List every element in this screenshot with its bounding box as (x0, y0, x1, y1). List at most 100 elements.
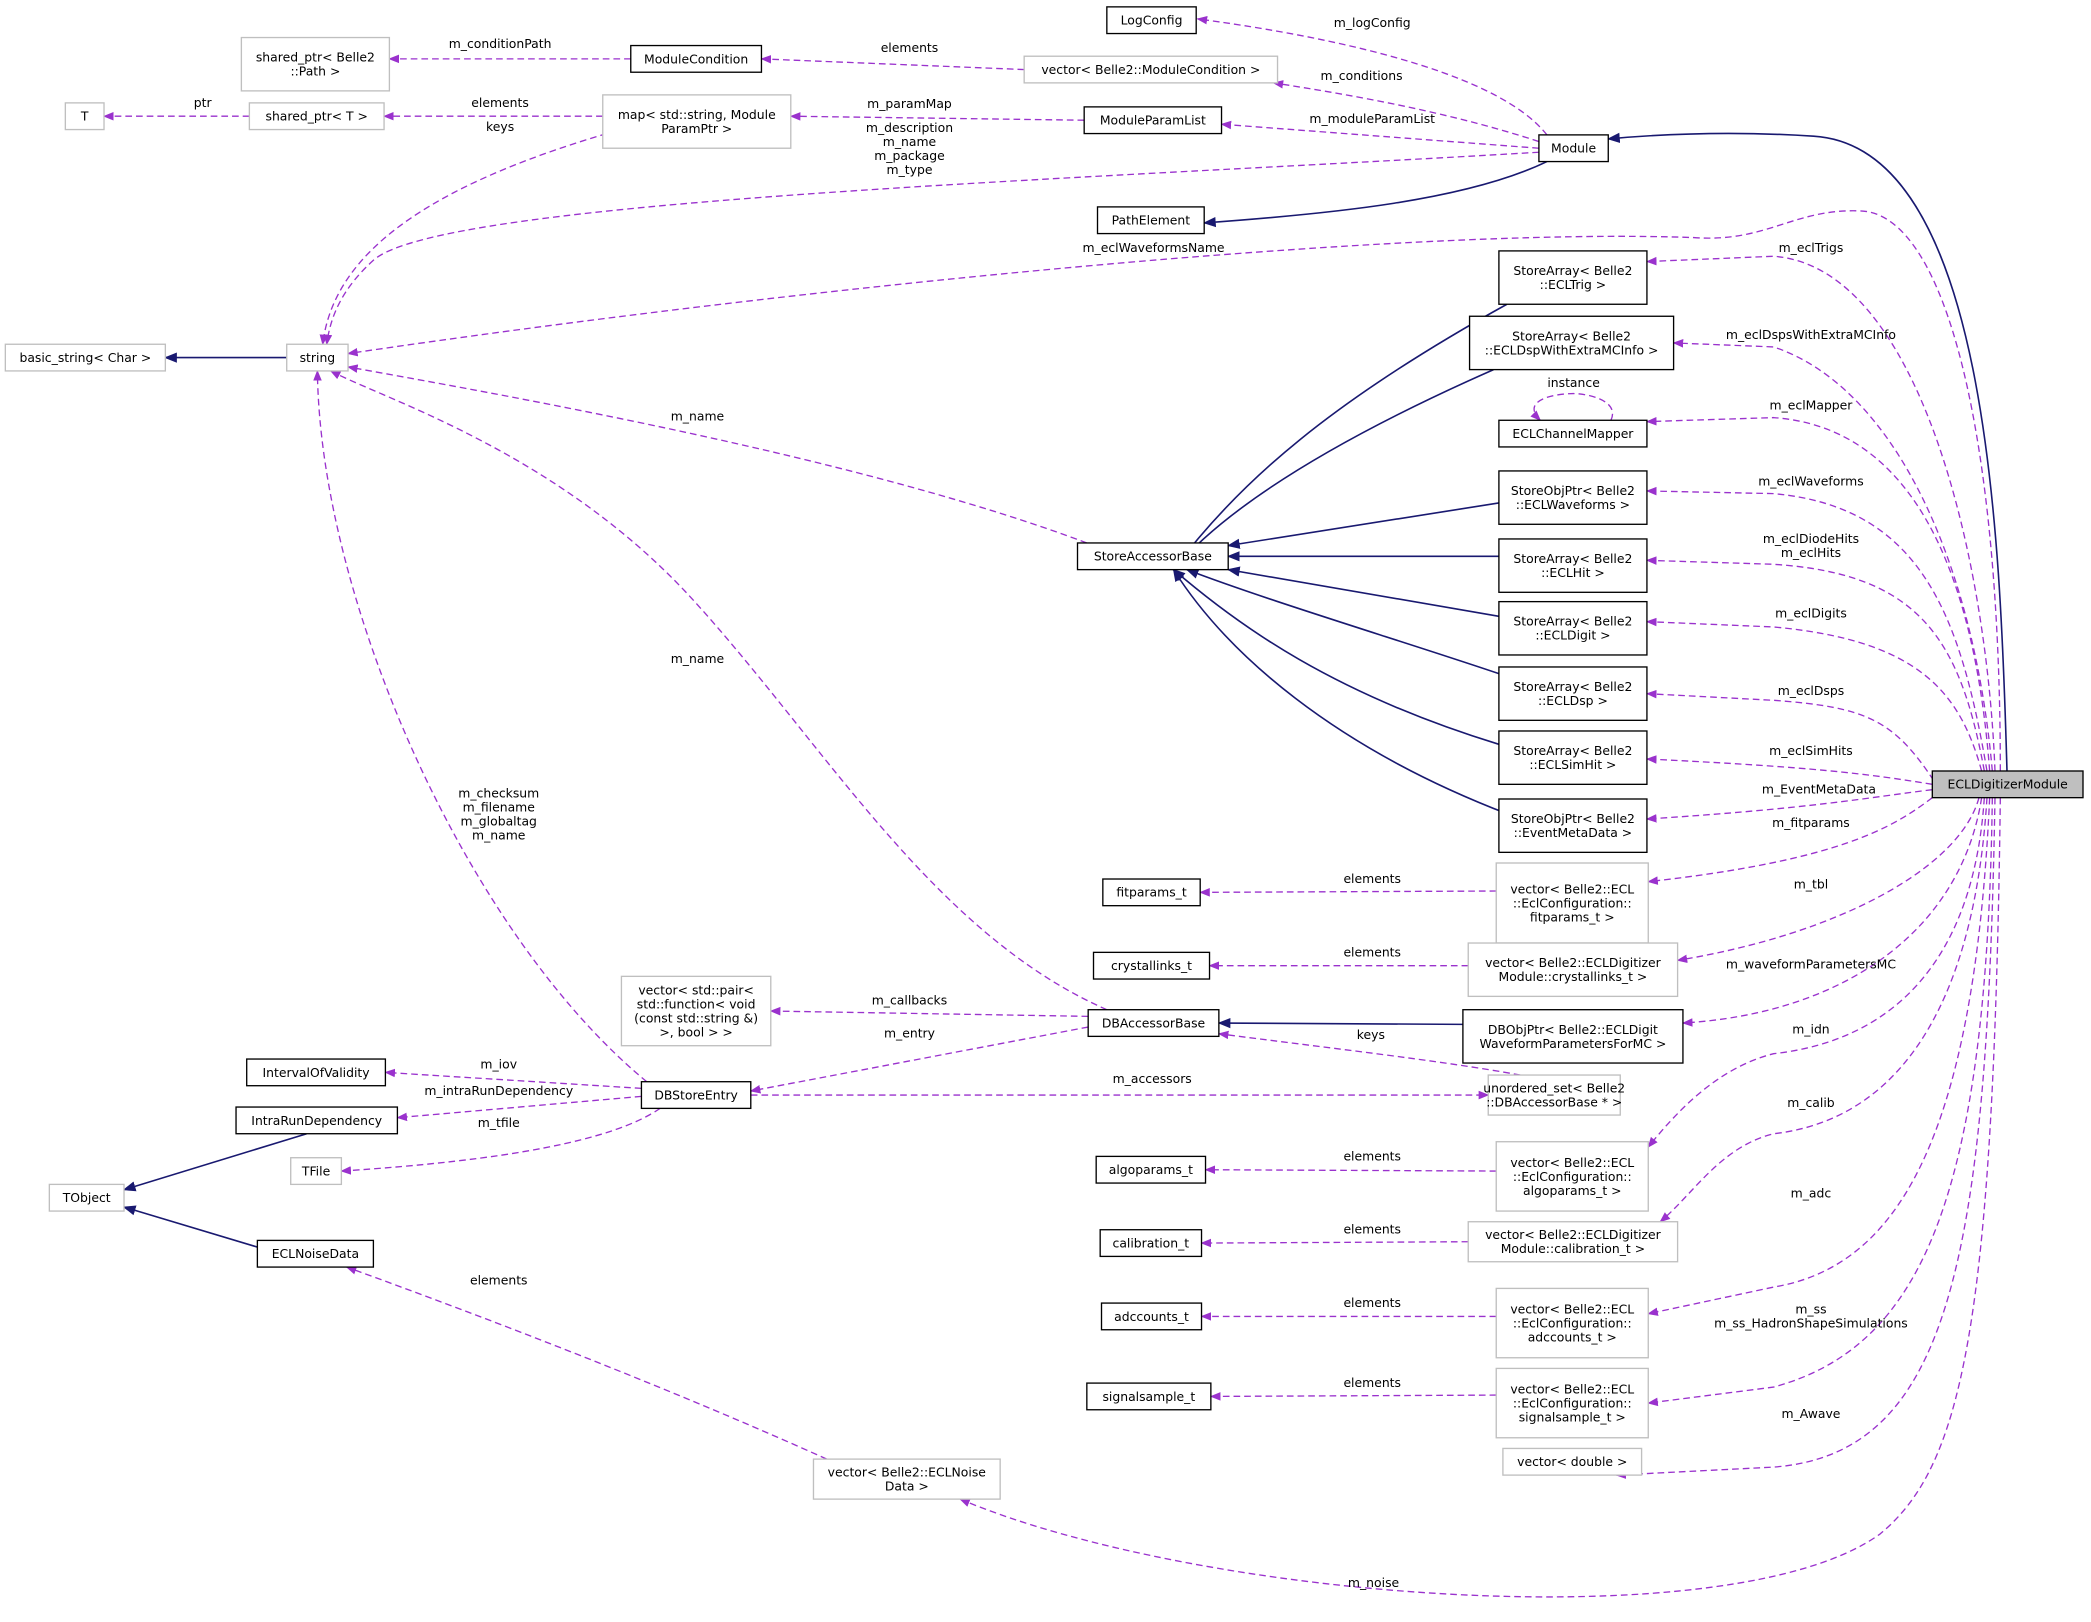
node-shared-ptr-path: shared_ptr< Belle2::Path > (240, 36, 391, 92)
usage-edge (323, 151, 1539, 346)
node-storearray-ecldsp[interactable]: StoreArray< Belle2::ECLDsp > (1498, 666, 1648, 721)
edge-label-line: m_filename (463, 800, 535, 815)
node-label: signalsample_t (1102, 1389, 1195, 1404)
node-storeobjptr-eventmetadata[interactable]: StoreObjPtr< Belle2::EventMetaData > (1498, 798, 1648, 854)
node-vector-fitparams: vector< Belle2::ECL::EclConfiguration::f… (1495, 862, 1649, 944)
edge-label-line: keys (1357, 1027, 1385, 1042)
usage-edge (347, 210, 2001, 771)
node-label: Data > (885, 1479, 929, 1494)
edge-label: m_tfile (478, 1115, 520, 1130)
node-dbaccessorbase[interactable]: DBAccessorBase (1087, 1009, 1220, 1038)
node-label: IntervalOfValidity (263, 1065, 370, 1080)
node-storearray-eclsimhit[interactable]: StoreArray< Belle2::ECLSimHit > (1498, 730, 1648, 785)
node-label: Module (1551, 141, 1596, 156)
node-dbobjptr-waveformparameters[interactable]: DBObjPtr< Belle2::ECLDigitWaveformParame… (1462, 1009, 1684, 1064)
edge-label: m_fitparams (1772, 815, 1850, 830)
node-storearray-ecltrig[interactable]: StoreArray< Belle2::ECLTrig > (1498, 250, 1648, 305)
node-label: basic_string< Char > (19, 350, 151, 365)
node-crystallinks_t[interactable]: crystallinks_t (1092, 951, 1211, 980)
usage-edge (1647, 797, 1991, 1316)
node-label: signalsample_t > (1519, 1409, 1626, 1424)
node-pathelement[interactable]: PathElement (1096, 206, 1205, 235)
edge-label: m_moduleParamList (1309, 111, 1435, 126)
node-eclnoisedata[interactable]: ECLNoiseData (256, 1239, 375, 1268)
node-signalsample_t[interactable]: signalsample_t (1086, 1382, 1212, 1411)
node-label: adccounts_t > (1528, 1329, 1617, 1344)
node-intrarundependency[interactable]: IntraRunDependency (235, 1106, 399, 1135)
node-fitparams_t[interactable]: fitparams_t (1102, 878, 1201, 907)
node-storearray-ecldspwithextramcinfo[interactable]: StoreArray< Belle2::ECLDspWithExtraMCInf… (1468, 315, 1675, 371)
usage-edge (1645, 789, 1933, 823)
node-storearray-eclhit[interactable]: StoreArray< Belle2::ECLHit > (1498, 538, 1648, 593)
edge-label: m_eclSimHits (1769, 743, 1853, 758)
node-eclchannelmapper[interactable]: ECLChannelMapper (1498, 419, 1648, 448)
node-label: ::EclConfiguration:: (1513, 1395, 1632, 1410)
node-label: ModuleCondition (644, 51, 748, 66)
node-label: fitparams_t > (1530, 909, 1615, 924)
node-dbstoreentry[interactable]: DBStoreEntry (640, 1081, 752, 1110)
node-label: algoparams_t (1109, 1162, 1193, 1177)
edge-label: m_entry (884, 1026, 935, 1041)
edge-label: m_conditionPath (449, 36, 552, 51)
node-label: (const std::string &) (634, 1010, 758, 1025)
node-label: ::ECLHit > (1541, 565, 1605, 580)
node-storearray-ecldigit[interactable]: StoreArray< Belle2::ECLDigit > (1498, 600, 1648, 656)
node-calibration_t[interactable]: calibration_t (1099, 1229, 1203, 1258)
edge-label-line: m_globaltag (461, 814, 537, 829)
edge-label: m_adc (1791, 1186, 1832, 1201)
edge-label: m_Awave (1781, 1406, 1840, 1421)
node-label: StoreArray< Belle2 (1512, 328, 1631, 343)
node-box (1487, 1074, 1621, 1116)
edge-label: elements (470, 1272, 528, 1287)
inheritance-edge (1606, 132, 2008, 772)
node-adccounts_t[interactable]: adccounts_t (1100, 1302, 1203, 1331)
node-label: TFile (301, 1163, 330, 1178)
edge-label: m_iov (480, 1056, 517, 1071)
node-intervalofvalidity[interactable]: IntervalOfValidity (246, 1058, 387, 1087)
node-label: IntraRunDependency (251, 1113, 382, 1128)
node-label: >, bool > > (659, 1024, 732, 1039)
edge-label: m_calib (1787, 1095, 1835, 1110)
node-label: ECLChannelMapper (1512, 426, 1634, 441)
edge-label: m_eclDigits (1775, 606, 1847, 621)
node-label: StoreArray< Belle2 (1513, 743, 1632, 758)
node-label: Module::crystallinks_t > (1499, 969, 1648, 984)
node-vector-double: vector< double > (1502, 1447, 1643, 1476)
inheritance-edge (1202, 160, 1548, 228)
usage-edge (760, 55, 1025, 71)
usage-edge (1217, 1030, 1521, 1076)
node-label: vector< std::pair< (638, 982, 754, 997)
node-vector-modulecondition: vector< Belle2::ModuleCondition > (1023, 55, 1279, 84)
node-algoparams_t[interactable]: algoparams_t (1095, 1155, 1207, 1184)
node-box (4, 343, 167, 372)
edge-label-line: m_eclDiodeHits (1763, 531, 1859, 546)
edge-label-line: m_noise (1348, 1575, 1399, 1590)
node-ecldigitizermodule[interactable]: ECLDigitizerModule (1931, 770, 2084, 799)
node-unordered-set-dbaccessorbase: unordered_set< Belle2::DBAccessorBase * … (1483, 1074, 1625, 1116)
usage-edge (749, 1026, 1089, 1094)
node-box (1495, 1287, 1649, 1359)
edge-label: elements (1343, 1148, 1401, 1163)
edge-label-line: m_conditions (1321, 68, 1403, 83)
edge-label: m_conditions (1321, 68, 1403, 83)
edge-label: m_paramMap (867, 96, 952, 111)
edge-label-line: elements (1343, 1148, 1401, 1163)
node-moduleparamlist[interactable]: ModuleParamList (1083, 106, 1223, 135)
node-box (1106, 6, 1197, 35)
node-label: ::EclConfiguration:: (1513, 1169, 1632, 1184)
edge-labels: m_logConfigm_conditionselementsm_conditi… (194, 15, 1908, 1590)
node-module[interactable]: Module (1538, 134, 1609, 163)
node-storeobjptr-eclwaveforms[interactable]: StoreObjPtr< Belle2::ECLWaveforms > (1498, 470, 1648, 525)
node-label: ::ECLTrig > (1540, 277, 1607, 292)
edge-label-line: m_ss_HadronShapeSimulations (1714, 1316, 1908, 1331)
edge-label: keys (1357, 1027, 1385, 1042)
node-modulecondition[interactable]: ModuleCondition (630, 44, 763, 73)
node-storeaccessorbase[interactable]: StoreAccessorBase (1076, 542, 1229, 571)
edge-label-line: m_eclSimHits (1769, 743, 1853, 758)
inheritance-edge (1185, 568, 1500, 675)
node-logconfig[interactable]: LogConfig (1106, 6, 1197, 35)
inheritance-edge (1226, 566, 1500, 618)
